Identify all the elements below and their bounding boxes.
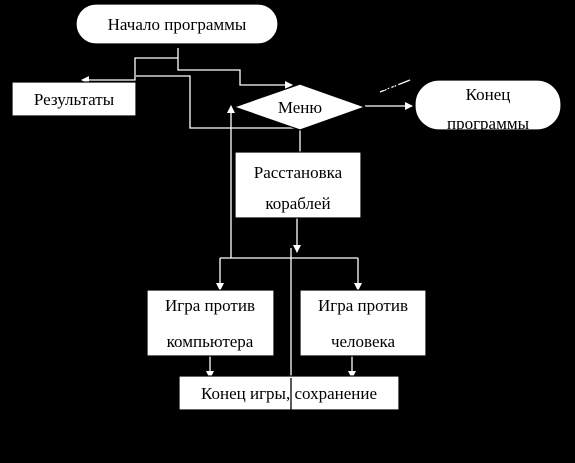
node-results-label: Результаты (34, 90, 115, 109)
node-placement-label-1: Расстановка (254, 163, 343, 182)
node-vs-computer: Игра против компьютера (146, 289, 275, 357)
edge-to-results (81, 57, 178, 84)
node-placement: Расстановка кораблей (234, 151, 362, 219)
node-placement-label-2: кораблей (265, 194, 330, 213)
edge-start-to-menu (177, 45, 293, 89)
node-start: Начало программы (75, 3, 284, 48)
edge-exit-tick (379, 79, 411, 93)
node-vs-human: Игра против человека (299, 289, 427, 357)
node-end: Конец программы (414, 79, 562, 133)
node-menu-label: Меню (278, 98, 323, 117)
node-vs-computer-label-2: компьютера (167, 332, 254, 351)
edge-menu-loop (136, 75, 300, 129)
node-vs-computer-label-1: Игра против (165, 296, 255, 315)
node-results: Результаты (11, 81, 137, 117)
edge-exit-label: Выход (356, 78, 400, 94)
node-game-end-label: Конец игры, сохранение (201, 384, 377, 403)
node-vs-human-label-2: человека (331, 332, 396, 351)
node-end-label-2: программы (447, 114, 530, 133)
node-vs-human-label-1: Игра против (318, 296, 408, 315)
node-start-label: Начало программы (108, 15, 247, 34)
node-end-label-1: Конец (466, 85, 511, 104)
node-game-end: Конец игры, сохранение (178, 375, 400, 411)
node-menu: Меню (232, 83, 367, 131)
